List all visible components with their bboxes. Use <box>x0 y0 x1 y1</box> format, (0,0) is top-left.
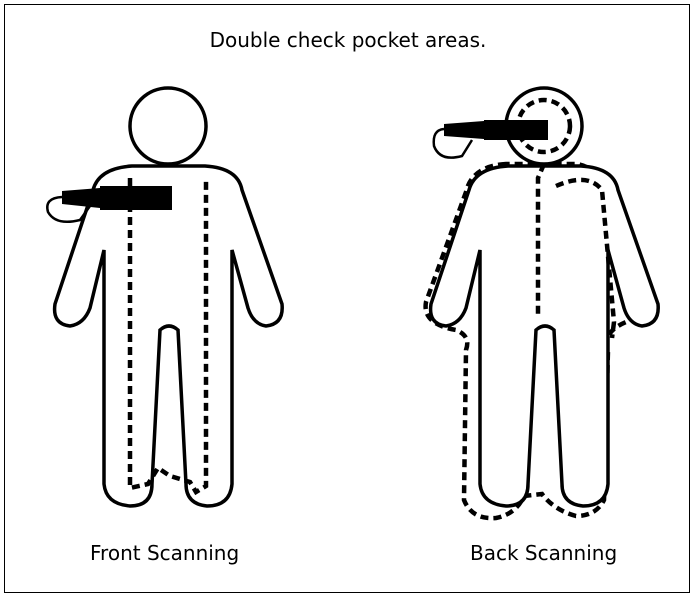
wand-icon <box>432 120 548 159</box>
front-figure <box>46 86 284 508</box>
wand-icon <box>46 186 172 223</box>
front-head <box>128 86 208 166</box>
front-scanning-label: Front Scanning <box>90 541 240 565</box>
back-scanning-label: Back Scanning <box>470 541 618 565</box>
front-scan-path <box>127 178 209 496</box>
back-figure <box>423 86 660 521</box>
diagram-frame <box>4 4 690 593</box>
front-body-outline <box>52 164 284 508</box>
back-spine-scan-path <box>535 163 547 318</box>
diagram-title: Double check pocket areas. <box>209 28 487 52</box>
back-inner-scan-path <box>555 177 617 339</box>
